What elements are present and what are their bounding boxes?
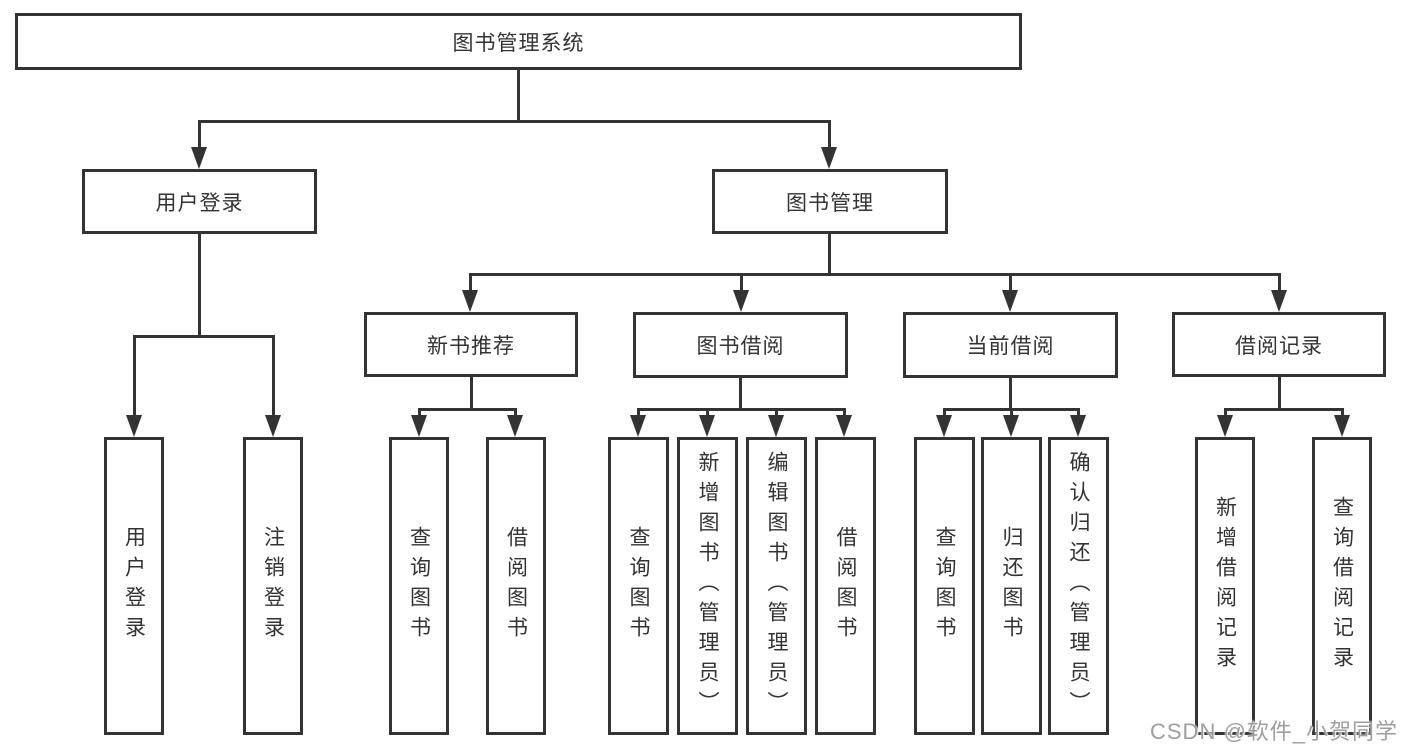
leaf-bw-edit-books-label: 编辑图书（管理员） xyxy=(765,451,788,721)
connector-user-login-rail xyxy=(133,335,275,338)
node-root-label: 图书管理系统 xyxy=(452,31,585,55)
arrowhead-user-login xyxy=(191,147,207,169)
leaf-cu-confirm-return: 确认归还（管理员） xyxy=(1048,437,1109,735)
arrowhead-records xyxy=(1271,290,1287,312)
arrowhead-cu-confirm xyxy=(1070,415,1086,437)
connector-drop-cu-return xyxy=(1010,408,1013,418)
arrowhead-current xyxy=(1002,290,1018,312)
leaf-logout-label: 注销登录 xyxy=(261,526,285,646)
node-current-label: 当前借阅 xyxy=(966,335,1055,358)
watermark: CSDN @软件_小贺同学 xyxy=(1150,719,1399,744)
arrowhead-logout xyxy=(265,415,281,437)
node-new-books: 新书推荐 xyxy=(364,312,578,377)
leaf-cu-query-books-label: 查询图书 xyxy=(933,526,956,646)
leaf-re-add-record: 新增借阅记录 xyxy=(1195,437,1255,735)
arrowhead-borrow xyxy=(733,290,749,312)
connector-records-stem xyxy=(1278,377,1281,408)
connector-drop-bw-borrow xyxy=(843,408,846,418)
connector-records-rail xyxy=(1224,408,1343,411)
leaf-re-query-record: 查询借阅记录 xyxy=(1312,437,1372,735)
leaf-nb-query-books-label: 查询图书 xyxy=(407,526,431,646)
arrowhead-nb-borrow xyxy=(507,415,523,437)
node-borrow-label: 图书借阅 xyxy=(696,335,785,358)
connector-new-books-stem xyxy=(470,377,473,408)
node-user-login: 用户登录 xyxy=(82,169,317,234)
node-book-mgmt: 图书管理 xyxy=(712,169,948,234)
connector-drop-cu-confirm xyxy=(1077,408,1080,418)
connector-drop-cu-query xyxy=(943,408,946,418)
leaf-cu-query-books: 查询图书 xyxy=(914,437,975,735)
node-records-label: 借阅记录 xyxy=(1235,334,1323,358)
arrowhead-bw-query xyxy=(630,415,646,437)
leaf-user-login-label: 用户登录 xyxy=(122,526,146,646)
leaf-re-add-record-label: 新增借阅记录 xyxy=(1213,496,1237,676)
connector-drop-re-query xyxy=(1341,408,1344,418)
leaf-nb-query-books: 查询图书 xyxy=(389,437,449,735)
arrowhead-bw-add xyxy=(699,415,715,437)
arrowhead-nb-query xyxy=(411,415,427,437)
arrowhead-re-add xyxy=(1217,415,1233,437)
node-new-books-label: 新书推荐 xyxy=(427,334,515,358)
leaf-nb-borrow-books-label: 借阅图书 xyxy=(504,526,528,646)
leaf-nb-borrow-books: 借阅图书 xyxy=(486,437,546,735)
node-borrow: 图书借阅 xyxy=(633,312,848,378)
arrowhead-bw-edit xyxy=(768,415,784,437)
connector-user-login-stem xyxy=(198,234,201,335)
connector-drop-borrow xyxy=(740,273,743,293)
node-current: 当前借阅 xyxy=(903,312,1118,378)
connector-drop-login xyxy=(133,335,136,417)
arrowhead-cu-query xyxy=(936,415,952,437)
arrowhead-login xyxy=(126,415,142,437)
arrowhead-cu-return xyxy=(1003,415,1019,437)
connector-drop-new-books xyxy=(469,273,472,293)
connector-drop-bw-edit xyxy=(775,408,778,418)
leaf-bw-borrow-books: 借阅图书 xyxy=(815,437,876,735)
arrowhead-re-query xyxy=(1334,415,1350,437)
leaf-bw-borrow-books-label: 借阅图书 xyxy=(834,526,857,646)
connector-current-stem xyxy=(1009,378,1012,408)
connector-new-books-rail xyxy=(418,408,517,411)
leaf-bw-add-books: 新增图书（管理员） xyxy=(677,437,738,735)
leaf-cu-confirm-return-label: 确认归还（管理员） xyxy=(1067,451,1090,721)
connector-drop-nb-borrow xyxy=(514,408,517,418)
connector-drop-re-add xyxy=(1224,408,1227,418)
node-records: 借阅记录 xyxy=(1172,312,1386,377)
connector-drop-bw-query xyxy=(637,408,640,418)
connector-drop-current xyxy=(1009,273,1012,293)
connector-drop-records xyxy=(1278,273,1281,293)
connector-drop-user-login xyxy=(198,120,201,150)
leaf-cu-return-books-label: 归还图书 xyxy=(1000,526,1023,646)
leaf-bw-query-books: 查询图书 xyxy=(608,437,669,735)
connector-drop-bw-add xyxy=(706,408,709,418)
connector-book-mgmt-stem xyxy=(828,234,831,273)
connector-root-stem xyxy=(517,70,520,120)
connector-borrow-stem xyxy=(739,378,742,408)
connector-level3-rail xyxy=(469,273,1281,276)
leaf-re-query-record-label: 查询借阅记录 xyxy=(1330,496,1354,676)
leaf-bw-query-books-label: 查询图书 xyxy=(627,526,650,646)
leaf-logout: 注销登录 xyxy=(243,437,303,735)
node-root: 图书管理系统 xyxy=(15,13,1022,70)
leaf-user-login: 用户登录 xyxy=(104,437,164,735)
arrowhead-new-books xyxy=(462,290,478,312)
node-book-mgmt-label: 图书管理 xyxy=(786,191,874,215)
leaf-bw-edit-books: 编辑图书（管理员） xyxy=(746,437,807,735)
arrowhead-bw-borrow xyxy=(836,415,852,437)
leaf-bw-add-books-label: 新增图书（管理员） xyxy=(696,451,719,721)
leaf-cu-return-books: 归还图书 xyxy=(981,437,1042,735)
connector-level2-rail xyxy=(198,120,831,123)
connector-drop-nb-query xyxy=(418,408,421,418)
connector-drop-logout xyxy=(272,335,275,417)
connector-borrow-rail xyxy=(637,408,846,411)
arrowhead-book-mgmt xyxy=(821,147,837,169)
connector-drop-book-mgmt xyxy=(828,120,831,150)
node-user-login-label: 用户登录 xyxy=(155,191,244,215)
